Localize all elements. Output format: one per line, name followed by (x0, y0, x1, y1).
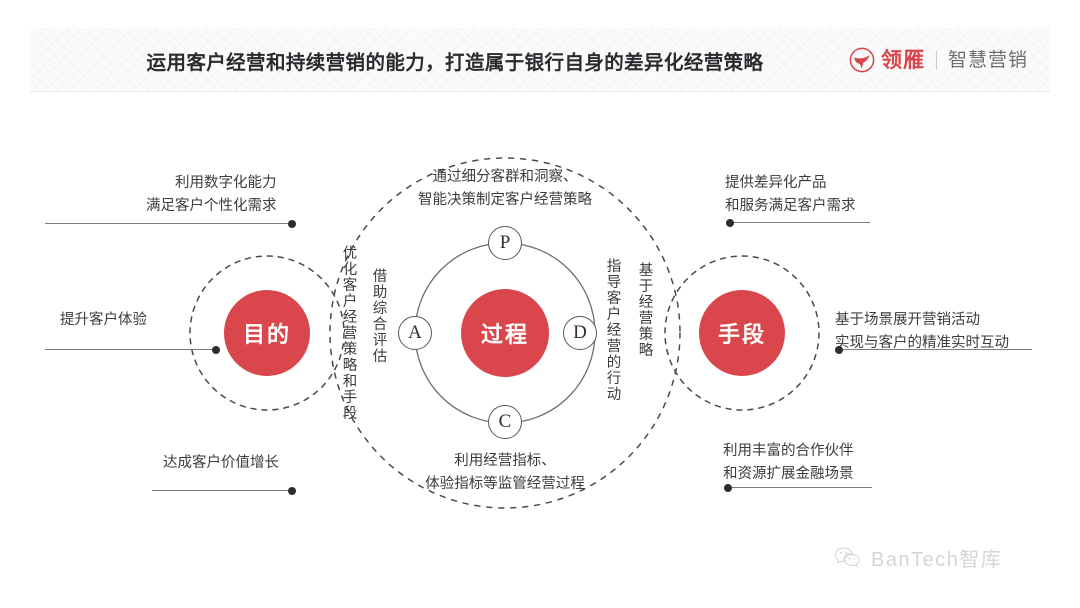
outer-label-bottom-left: 达成客户价值增长 (163, 452, 279, 475)
vertical-label-evaluate: 借助综合评估 (370, 268, 387, 364)
connector-dot (835, 345, 843, 354)
connector-top-right (726, 218, 870, 227)
logo-brand-sub: 智慧营销 (947, 49, 1028, 71)
outer-label-top-left-line2: 满足客户个性化需求 (146, 197, 277, 214)
connector-dot (288, 486, 296, 495)
center-top-line2: 智能决策制定客户经营策略 (418, 192, 592, 209)
connector-mid-right (835, 345, 1032, 354)
watermark: BanTech智库 (834, 543, 1002, 572)
brand-logo: 领雁 智慧营销 (849, 47, 1028, 73)
wechat-icon (834, 547, 860, 568)
connector-dot (212, 345, 220, 354)
dashed-circle-means (664, 255, 820, 411)
page-title: 运用客户经营和持续营销的能力，打造属于银行自身的差异化经营策略 (146, 51, 764, 74)
center-top-label: 通过细分客群和洞察、 智能决策制定客户经营策略 (418, 166, 592, 212)
connector-dot (288, 219, 296, 228)
node-means-label: 手段 (717, 322, 766, 347)
dashed-circle-process-outer (329, 157, 681, 509)
outer-label-bottom-right: 利用丰富的合作伙伴 和资源扩展金融场景 (723, 440, 854, 486)
outer-label-top-right-line1: 提供差异化产品 (725, 175, 827, 191)
connector-mid-left (45, 345, 220, 354)
outer-label-mid-left: 提升客户体验 (60, 309, 147, 332)
logo-brand-name: 领雁 (880, 48, 925, 72)
outer-label-bottom-right-line2: 和资源扩展金融场景 (723, 465, 854, 482)
pdca-node-a[interactable]: A (398, 316, 432, 350)
logo-divider (935, 50, 937, 70)
goose-circle-logo-icon (849, 47, 875, 73)
center-bottom-line2: 体验指标等监管经营过程 (425, 476, 585, 493)
center-top-line1: 通过细分客群和洞察、 (432, 169, 578, 185)
dashed-circle-purpose (189, 255, 345, 411)
center-bottom-label: 利用经营指标、 体验指标等监管经营过程 (425, 450, 585, 496)
vertical-label-based-on: 基于经营策略 (636, 262, 653, 358)
outer-label-mid-left-line1: 提升客户体验 (60, 312, 147, 328)
connector-bottom-right (724, 483, 872, 492)
connector-bottom-left (152, 486, 296, 495)
outer-label-bottom-right-line1: 利用丰富的合作伙伴 (723, 443, 854, 459)
center-bottom-line1: 利用经营指标、 (454, 453, 556, 469)
outer-label-top-left-line1: 利用数字化能力 (175, 175, 277, 191)
outer-label-bottom-left-line1: 达成客户价值增长 (163, 455, 279, 471)
connector-dot (726, 218, 734, 227)
node-process[interactable]: 过程 (461, 289, 549, 377)
pdca-node-c[interactable]: C (488, 405, 522, 439)
pdca-label-a: A (408, 322, 422, 343)
outer-label-top-right-line2: 和服务满足客户需求 (725, 197, 856, 214)
vertical-label-guide: 指导客户经营的行动 (604, 258, 621, 402)
node-means[interactable]: 手段 (699, 290, 785, 376)
node-purpose[interactable]: 目的 (224, 290, 310, 376)
pdca-label-p: P (499, 232, 511, 253)
outer-label-top-left: 利用数字化能力 满足客户个性化需求 (146, 172, 277, 218)
outer-label-mid-right-line2: 实现与客户的精准实时互动 (835, 334, 1009, 351)
outer-label-mid-right-line1: 基于场景展开营销活动 (835, 312, 980, 328)
header-band: 运用客户经营和持续营销的能力，打造属于银行自身的差异化经营策略 领雁 智慧营销 (30, 28, 1050, 92)
outer-label-top-right: 提供差异化产品 和服务满足客户需求 (725, 172, 856, 218)
pdca-node-d[interactable]: D (563, 316, 597, 350)
pdca-label-d: D (573, 322, 587, 343)
pdca-label-c: C (498, 411, 512, 432)
node-process-label: 过程 (480, 322, 529, 347)
node-purpose-label: 目的 (242, 322, 291, 347)
watermark-text: BanTech智库 (871, 549, 1003, 571)
connector-top-left (45, 219, 296, 228)
outer-label-mid-right: 基于场景展开营销活动 实现与客户的精准实时互动 (835, 309, 1009, 355)
vertical-label-optimize: 优化客户经营策略和手段 (340, 245, 357, 421)
connector-dot (724, 483, 732, 492)
pdca-node-p[interactable]: P (488, 226, 522, 260)
